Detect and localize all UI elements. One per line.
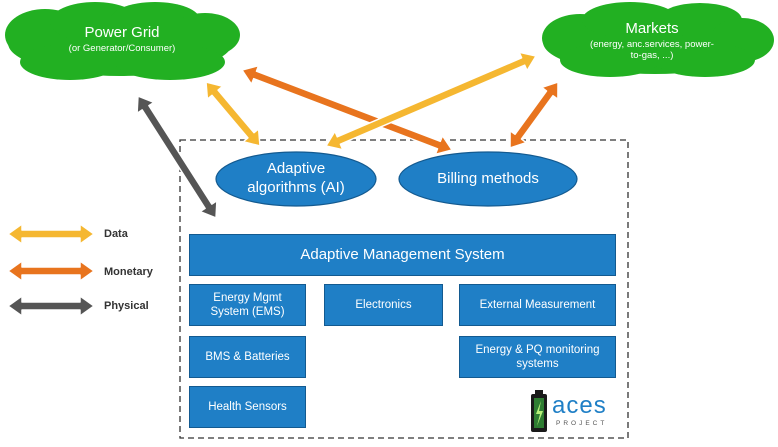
markets-label: Markets (energy, anc.services, power- to…: [562, 20, 742, 61]
ams-label: Adaptive Management System: [300, 245, 505, 263]
power-grid-label: Power Grid (or Generator/Consumer): [22, 24, 222, 54]
legend-data-arrow: [7, 223, 95, 245]
aces-logo-subtext: PROJECT: [556, 420, 608, 427]
pq-line1: Energy & PQ monitoring: [475, 343, 600, 356]
health-sensors-label: Health Sensors: [208, 400, 287, 413]
external-measurement-label: External Measurement: [479, 298, 596, 311]
pq-monitoring-box: Energy & PQ monitoring systems: [459, 336, 616, 378]
markets-title: Markets: [625, 20, 679, 37]
adaptive-algorithms-line1: Adaptive: [266, 160, 326, 177]
ems-box: Energy Mgmt System (EMS): [189, 284, 306, 326]
physical-arrow-grid-ams: [136, 95, 218, 219]
electronics-box: Electronics: [324, 284, 443, 326]
power-grid-subtitle: (or Generator/Consumer): [68, 43, 176, 54]
bms-label: BMS & Batteries: [205, 350, 290, 363]
monetary-arrow-grid-billing: [241, 64, 453, 156]
bms-batteries-box: BMS & Batteries: [189, 336, 306, 378]
pq-line2: systems: [516, 358, 559, 370]
markets-subtitle-line2: to-gas, ...): [630, 50, 674, 61]
ems-line1: Energy Mgmt: [213, 291, 282, 304]
legend-physical-label: Physical: [104, 300, 149, 312]
legend-monetary-label: Monetary: [104, 266, 153, 278]
data-arrow-grid-algorithms: [205, 81, 261, 147]
data-arrow-markets-algorithms: [325, 51, 537, 151]
legend-data-label: Data: [104, 228, 128, 240]
adaptive-algorithms-line2: algorithms (AI): [247, 178, 345, 196]
system-boundary: [179, 139, 629, 439]
markets-cloud: [542, 2, 774, 77]
electronics-label: Electronics: [355, 298, 412, 311]
billing-methods-ellipse: [398, 151, 578, 207]
aces-battery-icon: [531, 390, 547, 432]
legend-monetary-arrow: [7, 260, 95, 282]
adaptive-algorithms-label: Adaptive algorithms (AI): [216, 160, 376, 198]
aces-logo-text: aces: [552, 392, 607, 419]
power-grid-cloud: [5, 2, 240, 80]
billing-methods-label: Billing methods: [437, 170, 539, 187]
adaptive-algorithms-ellipse: [215, 151, 377, 207]
markets-subtitle-line1: (energy, anc.services, power-: [590, 39, 714, 50]
external-measurement-box: External Measurement: [459, 284, 616, 326]
health-sensors-box: Health Sensors: [189, 386, 306, 428]
monetary-arrow-markets-billing: [509, 81, 559, 149]
ems-line2: System (EMS): [210, 306, 285, 318]
adaptive-management-system-box: Adaptive Management System: [189, 234, 616, 276]
legend-physical-arrow: [7, 295, 95, 317]
power-grid-title: Power Grid: [84, 24, 160, 41]
